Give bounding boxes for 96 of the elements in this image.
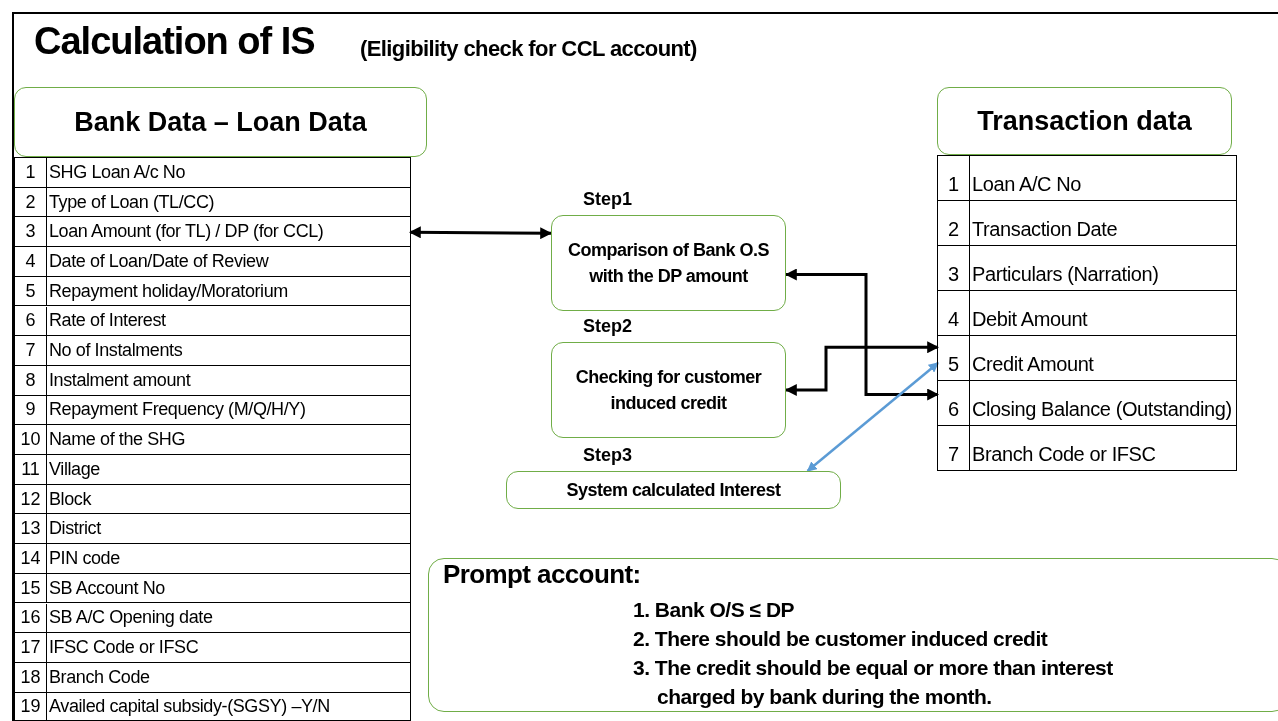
row-number: 4 <box>938 291 970 335</box>
table-row <box>938 156 1236 201</box>
process-box: Comparison of Bank O.S with the DP amount <box>551 215 786 311</box>
row-text: Debit Amount <box>971 307 1089 332</box>
row-number: 17 <box>15 633 47 662</box>
table-row <box>938 381 1236 426</box>
arrow <box>784 268 940 401</box>
row-number: 13 <box>15 514 47 544</box>
table-row <box>15 633 410 663</box>
table-row <box>15 247 410 277</box>
row-text: SHG Loan A/c No <box>48 160 187 184</box>
row-text: SB A/C Opening date <box>48 606 214 630</box>
table-row <box>938 246 1236 291</box>
row-text: SB Account No <box>48 576 166 600</box>
row-text: Repayment holiday/Moratorium <box>48 279 289 303</box>
table-row <box>15 425 410 455</box>
table-row <box>15 395 410 426</box>
row-number: 19 <box>15 692 47 721</box>
row-text: Date of Loan/Date of Review <box>48 249 270 273</box>
table-row <box>15 306 410 337</box>
note-heading: Prompt account: <box>443 559 641 590</box>
row-number: 5 <box>938 336 970 380</box>
row-text: Village <box>48 457 101 481</box>
row-text: Repayment Frequency (M/Q/H/Y) <box>48 398 307 422</box>
table-row <box>15 217 410 248</box>
row-text: IFSC Code or IFSC <box>48 636 200 660</box>
row-number: 14 <box>15 544 47 573</box>
row-number: 6 <box>15 306 47 336</box>
row-number: 2 <box>938 201 970 245</box>
row-text: Transaction Date <box>971 217 1119 242</box>
row-text: Branch Code <box>48 665 151 689</box>
subtitle: (Eligibility check for CCL account) <box>360 36 697 62</box>
title: Calculation of IS <box>34 20 315 63</box>
row-text: Credit Amount <box>971 352 1095 377</box>
row-text: Loan A/C No <box>971 172 1082 197</box>
step-label: Step1 <box>583 189 633 210</box>
table-row <box>15 365 410 396</box>
row-number: 8 <box>15 365 47 395</box>
table-row <box>15 573 410 604</box>
table-row <box>15 336 410 366</box>
note-item: 1. Bank O/S ≤ DP <box>633 597 796 623</box>
row-number: 7 <box>15 336 47 365</box>
row-text: No of Instalments <box>48 339 184 363</box>
data-table <box>14 157 411 721</box>
row-number: 2 <box>15 187 47 217</box>
table-row <box>938 201 1236 246</box>
table-row <box>15 158 410 188</box>
row-number: 18 <box>15 662 47 692</box>
row-text: Instalment amount <box>48 368 192 392</box>
table-row <box>15 276 410 307</box>
row-number: 10 <box>15 425 47 454</box>
row-number: 16 <box>15 603 47 633</box>
row-number: 12 <box>15 484 47 514</box>
row-number: 1 <box>15 158 47 187</box>
table-row <box>15 484 410 515</box>
row-text: Rate of Interest <box>48 309 167 333</box>
table-row <box>15 662 410 693</box>
arrow <box>806 362 939 472</box>
table-row <box>15 455 410 485</box>
row-number: 15 <box>15 573 47 603</box>
table-row <box>15 544 410 574</box>
row-number: 4 <box>15 247 47 276</box>
table-row <box>15 603 410 634</box>
row-text: Name of the SHG <box>48 428 187 452</box>
header-box: Transaction data <box>937 87 1232 155</box>
row-text: Availed capital subsidy-(SGSY) –Y/N <box>48 695 331 719</box>
step-label: Step3 <box>583 445 633 466</box>
row-number: 3 <box>938 246 970 290</box>
process-box: System calculated Interest <box>506 471 841 509</box>
table-row <box>15 514 410 545</box>
note-item: 3. The credit should be equal or more than interest charged by bank during the month. <box>633 655 1113 710</box>
row-number: 9 <box>15 395 47 425</box>
arrow <box>784 341 940 396</box>
row-number: 11 <box>15 455 47 484</box>
note-item: 2. There should be customer induced credit <box>633 626 1049 652</box>
arrow <box>408 226 553 240</box>
step-label: Step2 <box>583 316 633 337</box>
row-text: Type of Loan (TL/CC) <box>48 190 216 214</box>
process-box: Checking for customer induced credit <box>551 342 786 438</box>
row-number: 3 <box>15 217 47 247</box>
data-table <box>937 155 1237 471</box>
row-text: Particulars (Narration) <box>971 262 1160 287</box>
row-text: Closing Balance (Outstanding) <box>971 397 1233 422</box>
row-number: 5 <box>15 276 47 306</box>
table-row <box>938 336 1236 381</box>
row-text: District <box>48 517 102 541</box>
row-number: 1 <box>938 156 970 200</box>
row-text: Loan Amount (for TL) / DP (for CCL) <box>48 220 325 244</box>
row-text: Branch Code or IFSC <box>971 442 1157 467</box>
row-text: PIN code <box>48 546 121 570</box>
header-box: Bank Data – Loan Data <box>14 87 427 157</box>
row-number: 7 <box>938 426 970 470</box>
row-number: 6 <box>938 381 970 425</box>
row-text: Block <box>48 487 93 511</box>
table-row <box>938 291 1236 336</box>
table-row <box>15 187 410 218</box>
